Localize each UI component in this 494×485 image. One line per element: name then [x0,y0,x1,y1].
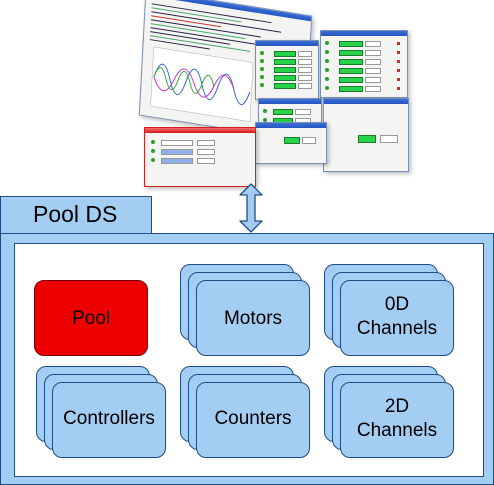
editor-window [138,0,313,142]
channels-0d-label-line2: Channels [356,318,438,339]
channels-2d-label-line2: Channels [356,420,438,441]
motors-box: Motors [196,280,310,356]
pool-label: Pool [71,308,111,329]
motors-label: Motors [223,308,283,329]
alarm-window [144,127,256,187]
bidirectional-arrow-icon [238,183,264,233]
measurement-window [323,98,409,172]
channels-panel-window [320,30,408,98]
counters-label: Counters [214,408,292,429]
motors-panel-window [255,40,319,100]
counters-box: Counters [196,382,310,458]
plot-thumbnail [150,46,254,122]
channels-2d-box: 2D Channels [340,382,454,458]
channels-2d-label-line1: 2D [384,396,410,417]
sequence-window [255,122,327,164]
controllers-box: Controllers [52,382,166,458]
pool-ds-title: Pool DS [33,201,118,227]
client-gui-screenshots [138,0,410,190]
channels-0d-box: 0D Channels [340,280,454,356]
pool-ds-tab: Pool DS [0,196,152,234]
channels-0d-label-line1: 0D [384,294,410,315]
controllers-label: Controllers [63,408,155,429]
pool-box: Pool [34,280,148,356]
